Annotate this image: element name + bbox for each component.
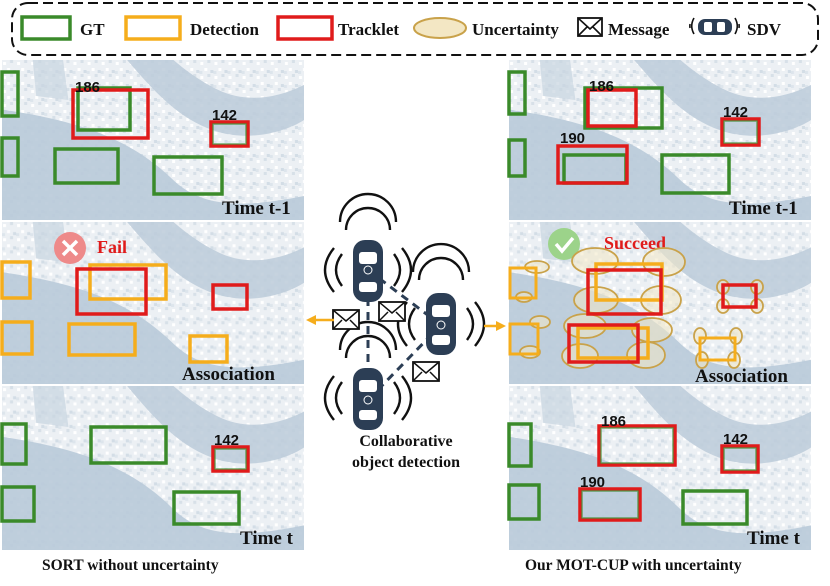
- right-status-succeed: Succeed: [604, 233, 666, 253]
- right-bottom-id-186: 186: [601, 413, 626, 430]
- center-label-line2: object detection: [352, 454, 460, 471]
- left-bottom-id-142: 142: [214, 432, 239, 449]
- right-top-time-label: Time t-1: [729, 198, 798, 219]
- legend-sdv-label: SDV: [747, 20, 782, 39]
- right-top-id-190: 190: [560, 130, 585, 147]
- legend: GT Detection Tracklet Uncertainty Messag…: [11, 2, 819, 56]
- envelope-icon: [332, 309, 360, 330]
- legend-detection-label: Detection: [190, 20, 259, 39]
- arrow-left-icon: [306, 315, 334, 325]
- right-caption: Our MOT-CUP with uncertainty: [525, 557, 742, 574]
- left-top-id-186: 186: [75, 79, 100, 96]
- left-top-id-142: 142: [212, 107, 237, 124]
- legend-gt-label: GT: [80, 20, 105, 39]
- left-status-fail: Fail: [97, 237, 127, 257]
- car-icon: [323, 320, 413, 430]
- right-top-panel: 186 190 142 Time t-1: [507, 55, 811, 224]
- legend-message-label: Message: [608, 20, 670, 39]
- legend-tracklet-swatch: [276, 15, 334, 41]
- left-middle-panel: Fail Association: [0, 217, 304, 385]
- car-icon: [323, 192, 413, 302]
- left-bottom-panel: 142 Time t: [0, 381, 304, 554]
- legend-uncertainty-label: Uncertainty: [472, 20, 559, 39]
- envelope-icon: [412, 361, 440, 382]
- check-circle-icon: [548, 228, 580, 260]
- right-bottom-id-142: 142: [723, 431, 748, 448]
- left-association-label: Association: [182, 364, 275, 385]
- right-bottom-time-label: Time t: [747, 528, 801, 549]
- collaboration-diagram: Collaborative object detection: [306, 192, 506, 471]
- left-top-panel: 186 142 Time t-1: [0, 55, 304, 224]
- center-label-line1: Collaborative: [359, 433, 452, 450]
- right-middle-panel: Succeed: [508, 217, 811, 387]
- left-top-time-label: Time t-1: [222, 198, 291, 219]
- right-association-label: Association: [695, 366, 788, 387]
- legend-car-icon: [689, 17, 740, 35]
- left-bottom-time-label: Time t: [240, 528, 294, 549]
- legend-detection-swatch: [124, 15, 182, 41]
- x-circle-icon: [54, 232, 86, 264]
- envelope-icon: [378, 301, 406, 322]
- legend-gt-swatch: [20, 15, 72, 41]
- right-bottom-id-190: 190: [580, 474, 605, 491]
- legend-tracklet-label: Tracklet: [338, 20, 399, 39]
- right-bottom-panel: 186 190 142 Time t: [507, 381, 811, 554]
- left-caption: SORT without uncertainty: [42, 557, 219, 574]
- legend-uncertainty-swatch: [413, 17, 467, 39]
- envelope-icon: [577, 17, 603, 37]
- right-top-id-142: 142: [723, 104, 748, 121]
- right-top-id-186: 186: [589, 78, 614, 95]
- car-icon: [396, 242, 486, 355]
- arrow-right-icon: [484, 321, 506, 331]
